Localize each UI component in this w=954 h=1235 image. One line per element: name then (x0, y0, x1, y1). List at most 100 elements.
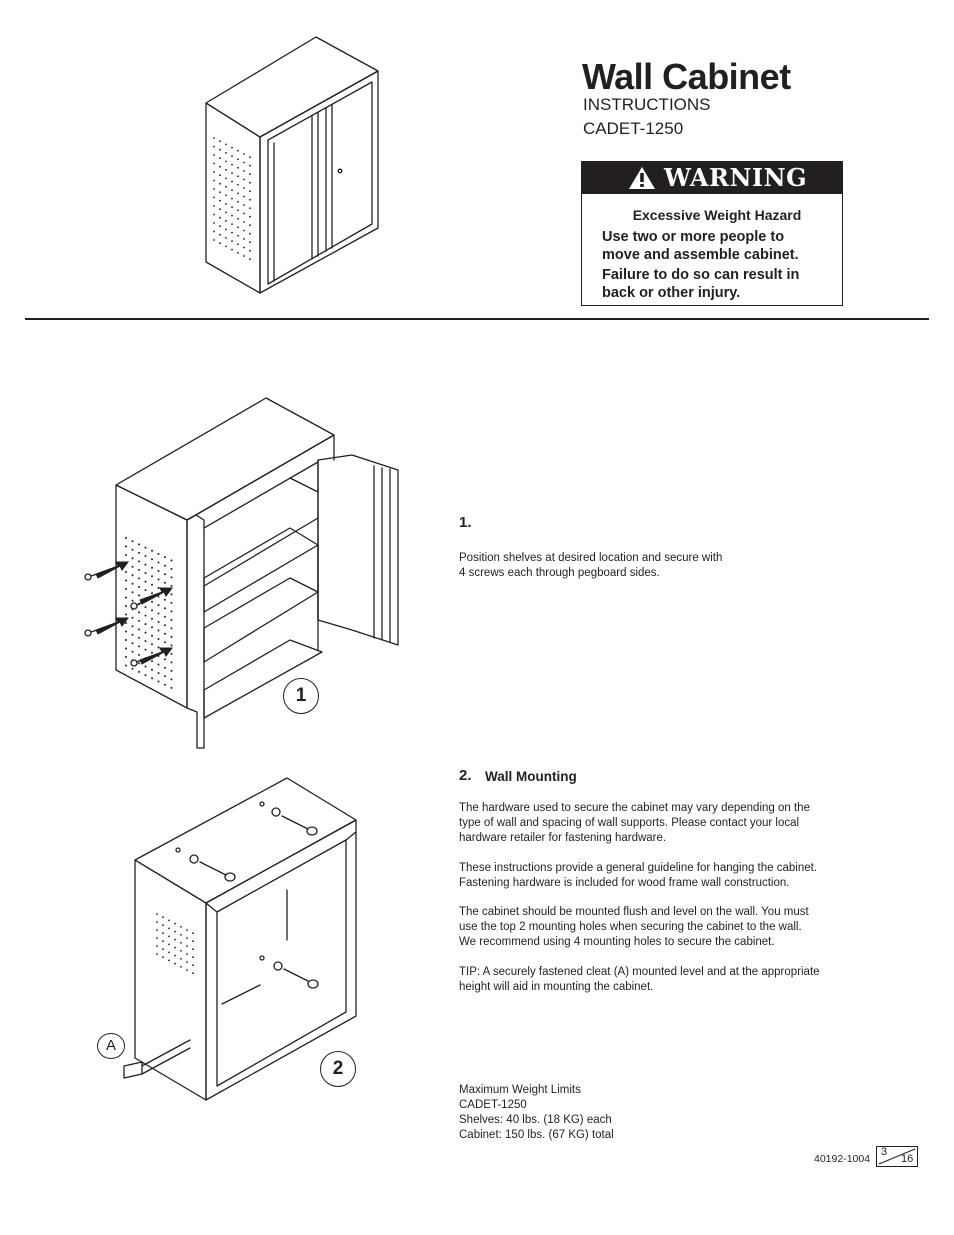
pegboard-hole (243, 187, 245, 189)
pegboard-hole (162, 948, 164, 951)
step-1-text: Position shelves at desired location and… (459, 552, 723, 564)
pegboard-hole (225, 160, 227, 163)
document-title: Wall Cabinet (582, 56, 791, 97)
pegboard-hole (225, 152, 227, 154)
pegboard-hole (162, 940, 164, 943)
pegboard-hole (219, 242, 221, 245)
pegboard-hole (219, 148, 221, 151)
weight-limits-model: CADET-1250 (459, 1099, 527, 1111)
pegboard-hole (125, 537, 127, 539)
pegboard-hole (225, 211, 227, 214)
warning-header: WARNING (582, 162, 842, 194)
pegboard-hole (249, 258, 251, 261)
pegboard-hole (144, 631, 147, 634)
step-2-text: Fastening hardware is included for wood … (459, 877, 790, 889)
weight-limit-shelves: Shelves: 40 lbs. (18 KG) each (459, 1114, 612, 1126)
pegboard-hole (180, 949, 182, 952)
pegboard-hole (249, 156, 251, 159)
pegboard-hole (151, 617, 153, 620)
pegboard-hole (174, 962, 176, 965)
pegboard-hole (144, 546, 147, 549)
pegboard-hole (170, 618, 173, 621)
cleat-label-a: A (97, 1033, 125, 1059)
pegboard-hole (157, 595, 160, 598)
pegboard-hole (131, 642, 134, 645)
pegboard-hole (156, 953, 158, 955)
pegboard-hole (164, 598, 166, 601)
section-divider (25, 318, 929, 320)
pegboard-hole (125, 562, 127, 565)
pegboard-hole (151, 583, 153, 586)
pegboard-hole (219, 199, 221, 202)
pegboard-hole (144, 657, 147, 660)
pegboard-hole (237, 209, 239, 212)
pegboard-hole (225, 177, 227, 180)
pegboard-hole (144, 674, 147, 677)
shelf-install-illustration (84, 397, 399, 749)
pegboard-hole (157, 604, 160, 606)
pegboard-hole (164, 581, 166, 584)
pegboard-hole (131, 548, 134, 551)
pegboard-hole (156, 913, 158, 915)
pegboard-hole (213, 162, 215, 165)
warning-line: move and assemble cabinet. (602, 247, 799, 263)
pegboard-hole (138, 670, 140, 673)
pegboard-hole (157, 570, 160, 572)
pegboard-hole (231, 214, 233, 217)
pegboard-hole (249, 207, 251, 210)
step-1-number: 1. (459, 514, 472, 531)
pegboard-hole (243, 204, 245, 206)
pegboard-hole (249, 164, 251, 167)
pegboard-hole (213, 230, 215, 233)
pegboard-hole (180, 925, 182, 928)
pegboard-hole (138, 551, 140, 554)
pegboard-hole (144, 580, 147, 583)
pegboard-hole (157, 621, 160, 623)
pegboard-hole (213, 171, 215, 173)
pegboard-hole (162, 924, 164, 927)
pegboard-hole (249, 181, 251, 184)
pegboard-hole (180, 941, 182, 944)
pegboard-hole (243, 229, 245, 232)
pegboard-hole (157, 587, 160, 589)
pegboard-hole (192, 972, 194, 975)
pegboard-hole (249, 198, 251, 201)
pegboard-hole (164, 564, 166, 567)
pegboard-hole (131, 582, 134, 585)
pegboard-hole (138, 602, 140, 605)
pegboard-hole (138, 568, 140, 571)
step-2-text: height will aid in mounting the cabinet. (459, 981, 654, 993)
pegboard-hole (213, 154, 215, 156)
pegboard-hole (164, 632, 166, 635)
pegboard-hole (131, 633, 134, 636)
pegboard-hole (157, 553, 160, 555)
pegboard-hole (131, 565, 134, 568)
pegboard-hole (213, 205, 215, 207)
pegboard-hole (131, 650, 134, 653)
pegboard-hole (192, 964, 194, 967)
pegboard-hole (186, 937, 188, 939)
pegboard-hole (219, 174, 221, 177)
pegboard-hole (125, 639, 127, 641)
pegboard-hole (237, 166, 239, 169)
pegboard-hole (151, 575, 153, 578)
pegboard-hole (231, 197, 233, 200)
pegboard-hole (219, 140, 221, 143)
step-2-text: TIP: A securely fastened cleat (A) mount… (459, 966, 820, 978)
pegboard-hole (157, 680, 160, 683)
pegboard-hole (164, 666, 166, 669)
pegboard-hole (151, 677, 153, 680)
pegboard-hole (174, 938, 176, 941)
pegboard-hole (138, 653, 140, 656)
pegboard-hole (170, 686, 173, 689)
pegboard-hole (125, 605, 127, 607)
closed-cabinet-illustration (205, 36, 379, 294)
pegboard-hole (164, 615, 166, 618)
pegboard-hole (162, 932, 164, 935)
pegboard-hole (243, 255, 245, 257)
pegboard-hole (219, 182, 221, 185)
pegboard-hole (192, 948, 194, 951)
pegboard-hole (219, 157, 221, 160)
pegboard-hole (243, 195, 245, 198)
weight-limit-cabinet: Cabinet: 150 lbs. (67 KG) total (459, 1129, 614, 1141)
